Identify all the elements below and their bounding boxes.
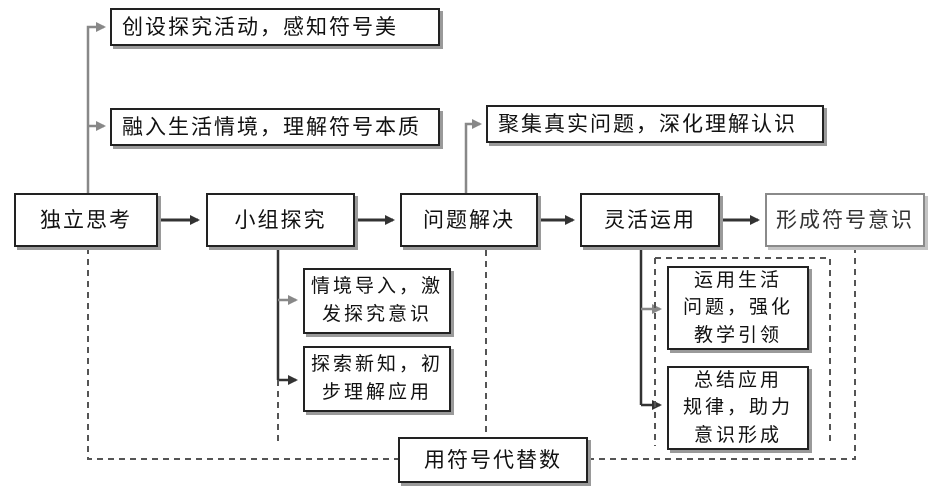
- group-sub-box-1: 情境导入，激 发探究意识: [303, 268, 451, 334]
- flow-step-symbol-awareness: 形成符号意识: [765, 193, 925, 247]
- flow-step-label: 形成符号意识: [776, 207, 914, 232]
- dashed-frames: [87, 248, 856, 460]
- branch-text-top3: 聚集真实问题，深化理解认识: [498, 111, 797, 136]
- flow-step-label: 小组探究: [234, 207, 327, 232]
- group-sub-box-2: 探索新知，初 步理解应用: [303, 346, 451, 412]
- branch-box-top1: 创设探究活动，感知符号美: [110, 8, 440, 46]
- apply-sub-box-2: 总结应用 规律，助力 意识形成: [667, 366, 809, 450]
- group-sub-text-1: 情境导入，激 发探究意识: [310, 275, 443, 325]
- bottom-summary-box: 用符号代替数: [398, 437, 588, 483]
- branch-text-top2: 融入生活情境，理解符号本质: [122, 114, 421, 139]
- bottom-summary-text: 用符号代替数: [424, 447, 562, 472]
- group-branch-connectors: [276, 248, 298, 385]
- flow-step-label: 问题解决: [423, 207, 515, 232]
- flow-step-problem-solving: 问题解决: [400, 193, 538, 247]
- flow-step-label: 灵活运用: [604, 207, 696, 232]
- branch-text-top1: 创设探究活动，感知符号美: [122, 14, 398, 39]
- flow-step-flexible-use: 灵活运用: [580, 193, 720, 247]
- apply-sub-text-2: 总结应用 规律，助力 意识形成: [682, 368, 793, 446]
- branch-box-top3: 聚集真实问题，深化理解认识: [486, 105, 824, 143]
- flow-step-label: 独立思考: [40, 207, 132, 232]
- apply-sub-box-1: 运用生活 问题，强化 教学引领: [667, 266, 809, 350]
- apply-branch-connectors: [639, 248, 662, 410]
- flow-step-group-inquiry: 小组探究: [206, 193, 355, 247]
- branch-box-top2: 融入生活情境，理解符号本质: [110, 108, 440, 146]
- flow-step-independent-thinking: 独立思考: [14, 193, 158, 247]
- top-branch-connectors: [86, 22, 482, 193]
- apply-sub-text-1: 运用生活 问题，强化 教学引领: [682, 268, 793, 346]
- group-sub-text-2: 探索新知，初 步理解应用: [310, 353, 443, 403]
